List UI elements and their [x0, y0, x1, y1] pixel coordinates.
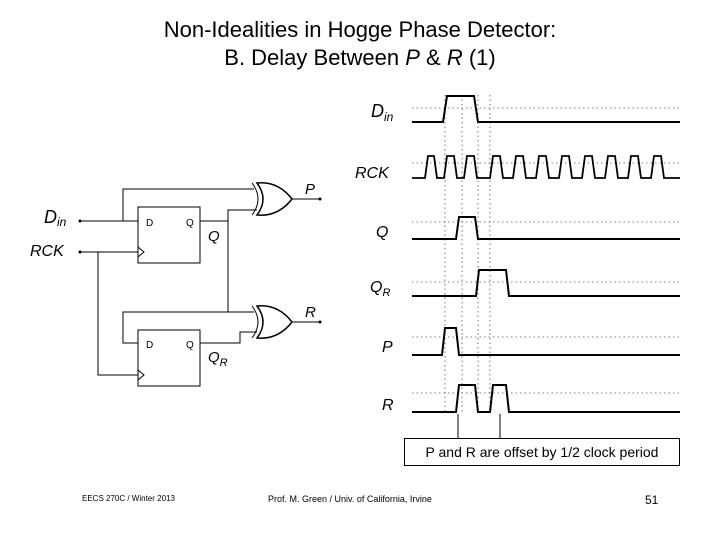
- qr-wire: [200, 331, 257, 344]
- schematic-din-label: Din: [44, 207, 67, 229]
- offset-note: P and R are offset by 1/2 clock period: [404, 438, 680, 466]
- rck-wire: [80, 251, 138, 376]
- p-terminal: [318, 197, 322, 201]
- rck-waveform: [412, 155, 680, 179]
- slide-title-line1: Non-Idealities in Hogge Phase Detector:: [163, 17, 557, 42]
- schematic-qr-label: QR: [208, 349, 228, 369]
- timing-qr-label: QR: [370, 279, 390, 299]
- top-ff-d-label: D: [146, 218, 153, 229]
- bottom-flip-flop: [137, 329, 201, 387]
- timing-din-label: Din: [371, 101, 394, 124]
- top-ff-q-label: Q: [186, 218, 194, 229]
- timing-diagram: [412, 95, 680, 440]
- r-terminal: [318, 320, 322, 324]
- schematic: [80, 182, 320, 387]
- bottom-ff-q-label: Q: [186, 340, 194, 351]
- xor-gate-r: [255, 305, 293, 339]
- bottom-ff-d-label: D: [146, 340, 153, 351]
- qr-waveform: [412, 269, 680, 297]
- timing-guides: [412, 95, 680, 412]
- din-wire: [80, 188, 254, 222]
- schematic-rck-label: RCK: [30, 243, 65, 260]
- footer-course: EECS 270C / Winter 2013: [82, 494, 175, 503]
- xor-r-back-arc: [251, 305, 259, 339]
- bottom-ff-clock-marker: [137, 369, 145, 381]
- schematic-r-label: R: [305, 304, 316, 321]
- page-number: 51: [645, 493, 659, 507]
- slide-title-line2: B. Delay Between P & R (1): [224, 45, 496, 70]
- r-waveform: [412, 384, 680, 413]
- q-wire: [200, 209, 257, 222]
- timing-q-label: Q: [376, 224, 388, 241]
- timing-p-label: P: [382, 339, 393, 356]
- schematic-p-label: P: [305, 181, 315, 198]
- q-waveform: [412, 216, 680, 240]
- xor-p-back-arc: [251, 182, 259, 216]
- footer-author: Prof. M. Green / Univ. of California, Ir…: [268, 494, 432, 504]
- top-flip-flop: [137, 206, 201, 264]
- q-to-xor-r: [227, 221, 254, 313]
- timing-rck-label: RCK: [355, 165, 390, 182]
- rck-terminal: [78, 250, 82, 254]
- p-waveform: [412, 327, 680, 356]
- timing-r-label: R: [382, 397, 394, 414]
- schematic-q-label: Q: [208, 228, 220, 245]
- xor-gate-p: [255, 182, 293, 216]
- top-ff-clock-marker: [137, 246, 145, 258]
- din-waveform: [412, 95, 680, 123]
- q-to-bottom-d: [122, 311, 228, 344]
- din-terminal: [78, 219, 82, 223]
